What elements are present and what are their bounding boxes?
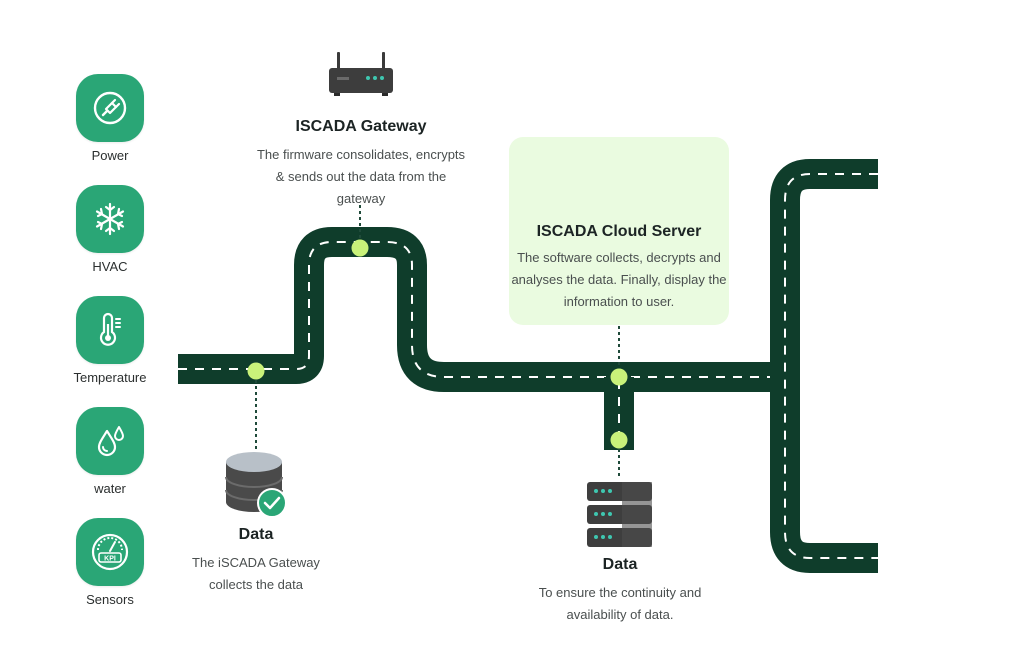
source-temperature: Temperature bbox=[66, 296, 154, 385]
source-water: water bbox=[66, 407, 154, 496]
data-left-description: The iSCADA Gateway collects the data bbox=[192, 555, 320, 592]
data-right-description: To ensure the continuity and availabilit… bbox=[538, 585, 702, 622]
node-data-left bbox=[247, 362, 265, 380]
source-power: Power bbox=[66, 74, 154, 163]
data-collect-callout: Data The iSCADA Gateway collects the dat… bbox=[176, 526, 336, 596]
thermometer-icon bbox=[76, 296, 144, 364]
gateway-description: The firmware consolidates, encrypts & se… bbox=[256, 147, 466, 206]
kpi-gauge-icon: KPI bbox=[76, 518, 144, 586]
gateway-title: ISCADA Gateway bbox=[295, 118, 427, 135]
power-plug-icon bbox=[76, 74, 144, 142]
data-storage-callout: Data To ensure the continuity and availa… bbox=[520, 556, 720, 626]
source-label: Sensors bbox=[86, 592, 134, 607]
source-sensors: KPI Sensors bbox=[66, 518, 154, 607]
server-stack-icon bbox=[587, 482, 652, 547]
data-left-title: Data bbox=[238, 526, 274, 543]
source-label: Temperature bbox=[73, 370, 147, 385]
source-hvac: HVAC bbox=[66, 185, 154, 274]
source-label: Power bbox=[91, 148, 129, 163]
database-check-icon bbox=[225, 452, 287, 518]
cloud-description: The software collects, decrypts and anal… bbox=[511, 250, 727, 309]
snowflake-icon bbox=[76, 185, 144, 253]
router-icon bbox=[329, 52, 393, 96]
node-cloud bbox=[610, 368, 628, 386]
node-gateway bbox=[351, 239, 369, 257]
cloud-server-panel: ISCADA Cloud Server The software collect… bbox=[509, 137, 729, 325]
gateway-callout: ISCADA Gateway The firmware consolidates… bbox=[256, 50, 466, 210]
cloud-title: ISCADA Cloud Server bbox=[536, 223, 702, 240]
source-label: HVAC bbox=[92, 259, 128, 274]
data-right-title: Data bbox=[602, 556, 638, 573]
node-data-right bbox=[610, 431, 628, 449]
road-right-bracket bbox=[770, 159, 878, 573]
source-label: water bbox=[94, 481, 126, 496]
water-drops-icon bbox=[76, 407, 144, 475]
svg-text:KPI: KPI bbox=[104, 556, 116, 563]
